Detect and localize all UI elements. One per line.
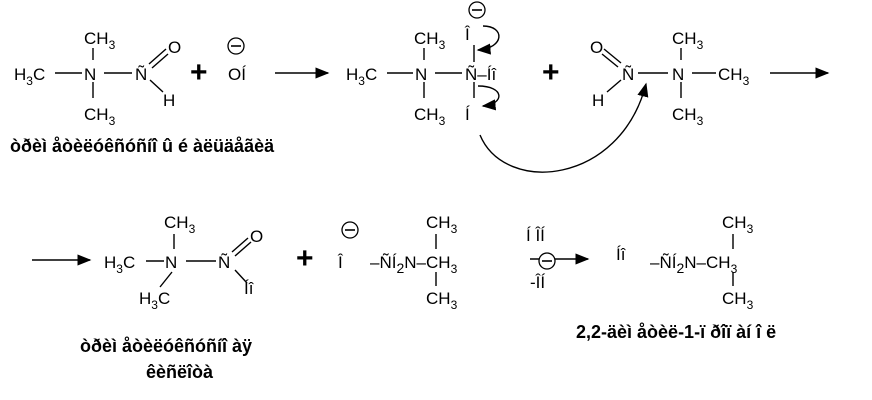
bond-c-o-2	[151, 53, 169, 69]
curved-arrow-upper	[476, 25, 500, 55]
molecule-aldehyde-partner: O Ñ H N CH3 CH3 CH3	[590, 29, 750, 128]
carbon-label: Ñ	[135, 65, 147, 84]
molecule-trimethylhydrazine-acid: CH3 H3C N H3C Ñ O Íî	[104, 213, 263, 312]
caption-trimethylhydrazine-aldehyde: òðèì åòèëóêñóñíî û é àëüäåãèä	[10, 136, 275, 156]
upper-oxygen-label: Î	[464, 25, 471, 44]
bond-c-o-1	[231, 237, 249, 253]
hydrogen-label: H	[163, 91, 175, 110]
curved-arrow-lower	[477, 85, 500, 111]
caption-trimethylhydrazine-acid-line1: òðèì åòèëóêñóñíî àÿ	[80, 336, 252, 356]
bond-c-o-2	[601, 53, 619, 68]
oxygen-label: O	[250, 227, 263, 246]
oxygen-label: O	[168, 38, 181, 57]
hydroxyl-label: Íî	[244, 279, 255, 298]
bond-c-h	[149, 79, 164, 93]
reaction-conditions: Í ÎÍ -ÎÍ	[526, 226, 590, 292]
carbon-label: Ñ	[622, 65, 634, 84]
bond-c-o-2	[234, 241, 252, 257]
ch3-top-label: CH3	[722, 213, 754, 236]
condition-bottom-label: -ÎÍ	[530, 273, 545, 292]
ch3-right-label: CH3	[718, 65, 750, 88]
bond-n-ch3-bottom	[159, 271, 173, 288]
ch3-top-label: CH3	[84, 29, 116, 52]
ch3-bottom-label: CH3	[414, 105, 446, 128]
product-alcohol: Íî –ÑÍ2N–CH3 CH3 CH3	[616, 213, 754, 312]
bond-c-h	[606, 79, 622, 93]
ch3-bottom-label: CH3	[672, 105, 704, 128]
hydrogen-label: H	[592, 91, 604, 110]
anion-ch2-label: –ÑÍ2N–CH3	[370, 253, 458, 276]
h3c-label: H3C	[346, 65, 377, 88]
reagent-label: OÍ	[228, 65, 246, 84]
plus-sign-1: +	[190, 56, 208, 89]
molecule-intermediate: H3C N CH3 CH3 Ñ–Íî Î Í	[346, 1, 500, 128]
caption-product-alcohol: 2,2-äèì åòèë-1-ï ðîï àí î ë	[576, 322, 776, 342]
central-carbon-label: Ñ–Íî	[465, 65, 497, 84]
reagent-anion: OÍ	[227, 37, 246, 84]
ch3-bottom-label: CH3	[426, 289, 458, 312]
nitrogen-label: N	[415, 65, 427, 84]
ch3-top-label: CH3	[426, 213, 458, 236]
hydroxyl-label: Íî	[616, 245, 627, 264]
nitrogen-label: N	[84, 65, 96, 84]
hydride-transfer-arrow	[479, 82, 649, 173]
ch3-bottom-label: CH3	[84, 105, 116, 128]
lower-oxygen-label: Í	[465, 105, 470, 124]
oxygen-label: O	[590, 38, 603, 57]
ch3-top-label: CH3	[164, 213, 196, 236]
bond-c-o-1	[148, 48, 167, 65]
plus-sign-2: +	[542, 56, 560, 89]
carbon-label: Ñ	[218, 253, 230, 272]
h3c-label: H3C	[104, 253, 135, 276]
ch2-label: –ÑÍ2N–CH3	[650, 253, 738, 276]
caption-trimethylhydrazine-acid-line2: êèñëîòà	[146, 362, 214, 382]
alkoxide-anion: Î –ÑÍ2N–CH3 CH3 CH3	[337, 213, 458, 312]
plus-sign-3: +	[296, 242, 314, 275]
nitrogen-label: N	[165, 253, 177, 272]
bond-c-oh	[234, 269, 248, 284]
nitrogen-label: N	[672, 65, 684, 84]
ch3-top-label: CH3	[414, 29, 446, 52]
ch3-top-label: CH3	[672, 29, 704, 52]
ch3-bottom-label: H3C	[139, 289, 170, 312]
molecule-trimethylhydrazine-aldehyde: H3C N CH3 CH3 Ñ O H	[14, 29, 181, 128]
ch3-bottom-label: CH3	[722, 289, 754, 312]
bond-c-o-1	[603, 48, 622, 64]
anion-oxygen-label: Î	[337, 253, 344, 272]
condition-top-label: Í ÎÍ	[526, 226, 545, 245]
h3c-label: H3C	[14, 65, 45, 88]
